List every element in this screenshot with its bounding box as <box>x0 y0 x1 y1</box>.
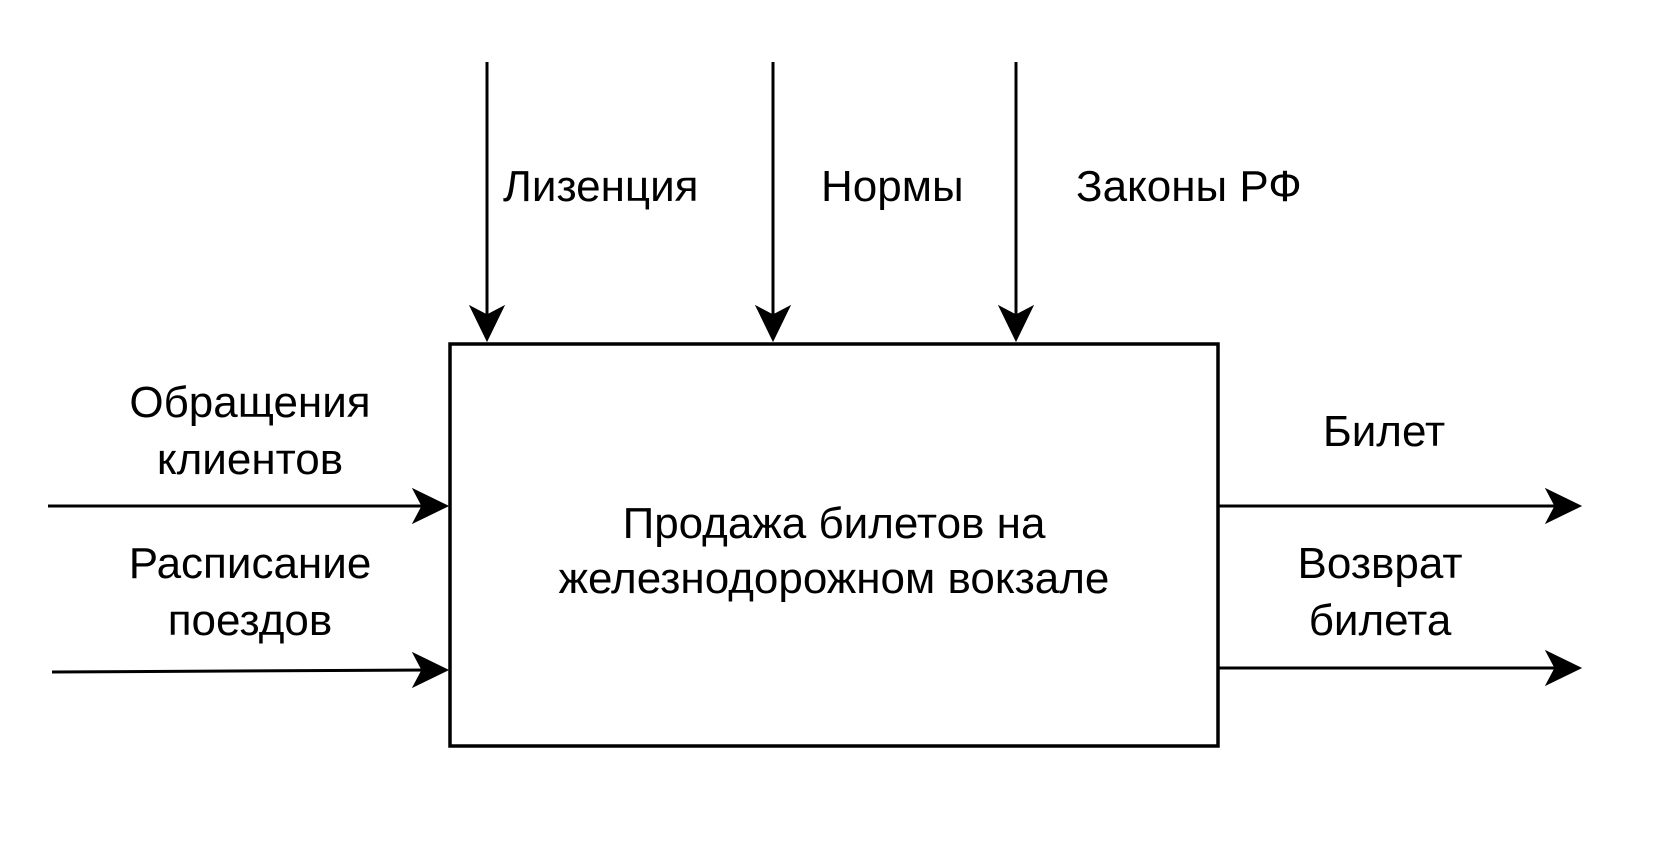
input-arrow-schedule <box>51 651 450 689</box>
output-label-refund-line2: билета <box>1309 596 1452 645</box>
control-arrow-norms <box>754 62 792 343</box>
input-arrow-requests <box>48 487 450 525</box>
control-label-laws: Законы РФ <box>1076 162 1302 211</box>
arrow-head-icon <box>468 304 506 343</box>
input-label-requests-line1: Обращения <box>129 378 370 427</box>
arrow-head-icon <box>997 304 1035 343</box>
arrow-head-icon <box>1544 487 1583 525</box>
arrow-head-icon <box>1544 649 1583 687</box>
output-arrow-ticket <box>1218 487 1583 525</box>
arrow-head-icon <box>411 487 450 525</box>
output-arrow-refund <box>1218 649 1583 687</box>
process-label-line1: Продажа билетов на <box>623 499 1046 548</box>
control-arrow-license <box>468 62 506 343</box>
process-label-line2: железнодорожном вокзале <box>559 554 1110 603</box>
control-label-norms: Нормы <box>821 162 964 211</box>
process-box <box>448 342 1220 748</box>
control-arrow-laws <box>997 62 1035 343</box>
control-label-license: Лизенция <box>503 162 699 211</box>
arrow-head-icon <box>411 651 450 689</box>
input-label-requests-line2: клиентов <box>157 435 343 484</box>
arrow-head-icon <box>754 304 792 343</box>
output-label-refund-line1: Возврат <box>1298 539 1463 588</box>
output-label-ticket-line1: Билет <box>1323 407 1445 456</box>
input-label-schedule-line2: поездов <box>168 596 333 645</box>
input-label-schedule-line1: Расписание <box>129 539 372 588</box>
